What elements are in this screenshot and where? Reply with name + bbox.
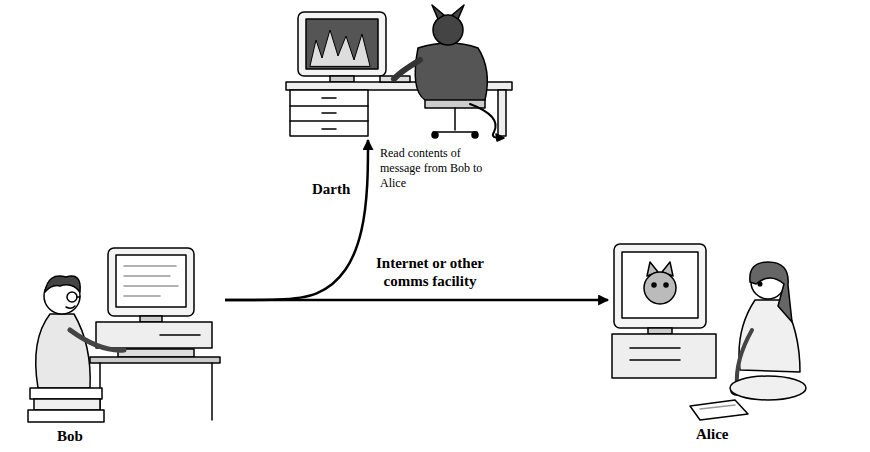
sender-illustration — [90, 357, 220, 363]
receiver-illustration — [664, 283, 668, 287]
sender-illustration — [34, 399, 100, 410]
receiver-illustration — [652, 283, 656, 287]
receiver-illustration — [648, 328, 672, 334]
attacker-illustration — [298, 12, 386, 76]
sender-illustration — [116, 255, 186, 307]
receiver-illustration — [690, 400, 748, 420]
sender-illustration — [45, 276, 80, 292]
attacker-illustration — [433, 131, 477, 133]
sender-illustration — [36, 314, 90, 388]
attacker-illustration — [415, 43, 487, 100]
attacker-illustration — [330, 76, 354, 82]
figure-name: Internet or other comms facility — [355, 254, 505, 290]
attacker-figure: Darth — [285, 5, 515, 140]
figure-name: Alice — [608, 425, 808, 443]
attacker-illustration — [472, 132, 478, 138]
message-arrow — [225, 140, 368, 300]
receiver-illustration — [644, 272, 676, 304]
edge-label-box: Read contents of message from Bob to Ali… — [380, 146, 484, 191]
sender-illustration — [77, 296, 80, 298]
sender-illustration — [124, 285, 178, 287]
attacker-illustration — [290, 105, 368, 107]
sender-illustration — [140, 316, 162, 322]
receiver-illustration — [622, 252, 698, 318]
attacker-illustration — [322, 112, 336, 114]
receiver-illustration — [758, 282, 762, 286]
sender-illustration — [66, 306, 75, 308]
sender-illustration — [28, 248, 220, 422]
attacker-illustration — [432, 5, 444, 19]
attacker-illustration — [454, 108, 456, 130]
attacker-illustration — [432, 132, 438, 138]
sender-illustration — [96, 322, 212, 348]
attacker-illustration — [306, 19, 378, 69]
attacker-illustration — [322, 128, 336, 130]
network-cloud: Internet or other comms facility — [255, 228, 605, 340]
sender-illustration — [211, 363, 213, 420]
receiver-illustration — [614, 244, 706, 328]
receiver-illustration — [612, 334, 716, 378]
receiver-illustration — [630, 347, 680, 349]
sender-illustration — [124, 265, 176, 267]
sender-illustration — [30, 388, 102, 399]
figure-name: Bob — [25, 427, 225, 445]
attacker-illustration — [452, 5, 464, 19]
sender-figure: Bob — [25, 240, 225, 447]
attacker-illustration — [290, 120, 368, 122]
sender-illustration — [70, 330, 124, 350]
receiver-figure: Alice — [608, 235, 808, 447]
sender-illustration — [124, 295, 160, 297]
attacker-illustration — [394, 60, 420, 79]
attacker-illustration — [470, 104, 500, 138]
sender-illustration — [108, 248, 194, 316]
cloud-outline — [275, 233, 592, 338]
receiver-illustration — [750, 262, 792, 322]
sender-illustration — [28, 410, 104, 422]
receiver-illustration — [730, 376, 806, 400]
sender-illustration — [118, 349, 194, 357]
sender-illustration — [67, 292, 77, 302]
attacker-illustration — [496, 134, 504, 141]
attacker-illustration — [322, 97, 336, 99]
receiver-illustration — [612, 244, 806, 420]
sender-illustration — [124, 275, 170, 277]
receiver-illustration — [700, 405, 735, 409]
receiver-illustration — [630, 359, 680, 361]
attacker-illustration — [290, 90, 368, 136]
sender-illustration — [160, 334, 200, 336]
attacker-illustration — [310, 30, 370, 66]
attacker-illustration — [286, 5, 512, 141]
attacker-illustration — [498, 90, 506, 136]
edge-label: Read contents of message from Bob to Ali… — [380, 146, 484, 191]
